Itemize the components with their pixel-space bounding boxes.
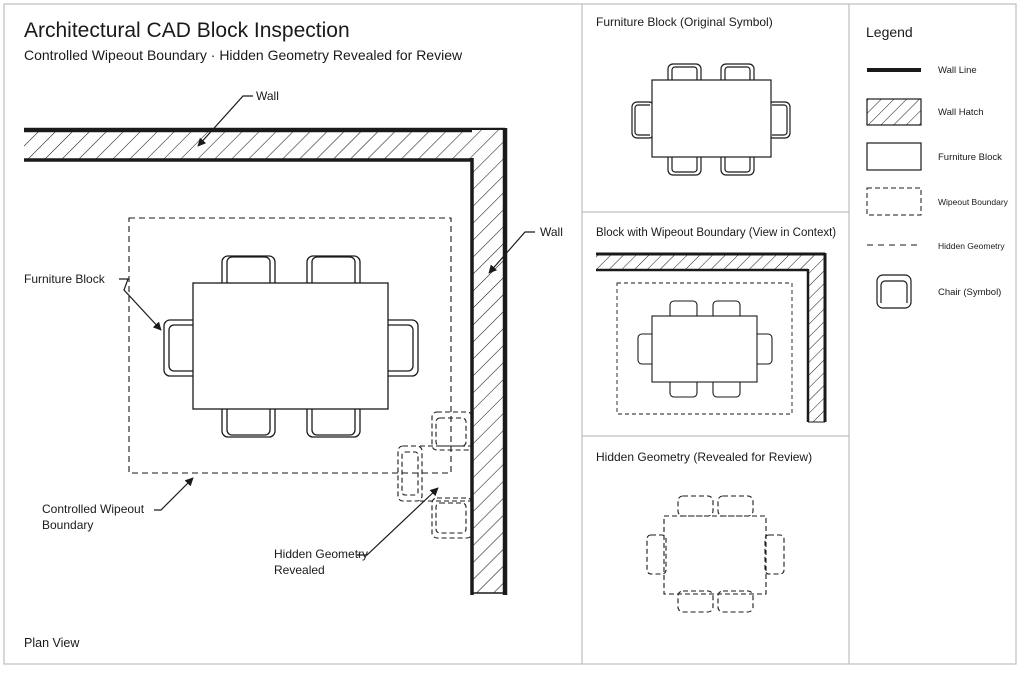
legend-title: Legend: [866, 24, 913, 40]
hidden-furniture-block: [646, 495, 785, 613]
context-walls: [596, 252, 827, 423]
legend-label-wall-line: Wall Line: [938, 65, 977, 76]
callout-wipeout-line2: Boundary: [42, 518, 93, 532]
plan-table: [192, 282, 389, 410]
panel-hidden: Hidden Geometry (Revealed for Review): [596, 450, 812, 613]
callout-wipeout-line1: Controlled Wipeout: [42, 502, 145, 516]
callout-hidden-line2: Revealed: [274, 563, 325, 577]
callout-leaders: [119, 95, 535, 556]
page-subtitle: Controlled Wipeout Boundary · Hidden Geo…: [24, 47, 463, 63]
panel-context: Block with Wipeout Boundary (View in Con…: [596, 227, 836, 423]
legend-swatch-wall-hatch: [866, 98, 922, 126]
legend-label-furniture-block: Furniture Block: [938, 152, 1002, 163]
furniture-block: [163, 255, 419, 438]
wall-right: [470, 128, 508, 595]
page-title: Architectural CAD Block Inspection: [24, 19, 350, 42]
hidden-geometry: [397, 411, 473, 539]
context-wipeout-boundary: [616, 282, 793, 415]
panel-original-symbol: Furniture Block (Original Symbol): [596, 15, 791, 176]
callout-hidden-line1: Hidden Geometry: [274, 547, 368, 561]
legend-label-wall-hatch: Wall Hatch: [938, 107, 984, 118]
callout-wall-top: Wall: [256, 89, 279, 103]
legend-swatch-chair-icon: [876, 274, 912, 309]
wipeout-boundary: [128, 217, 452, 474]
legend-swatch-furniture-block: [866, 142, 922, 171]
panel-original-title: Furniture Block (Original Symbol): [596, 15, 773, 29]
callout-wall-right: Wall: [540, 225, 563, 239]
plan-view-label: Plan View: [24, 636, 80, 650]
legend-label-chair-symbol: Chair (Symbol): [938, 287, 1001, 298]
panel-context-title: Block with Wipeout Boundary (View in Con…: [596, 227, 836, 239]
legend: Legend Wall Line Wall Hatch Furniture Bl…: [866, 24, 1009, 309]
wall-top: [24, 127, 505, 162]
plan-view: Wall Wall Furniture Block Controlled Wip…: [24, 89, 563, 650]
context-furniture-block: [637, 300, 773, 398]
legend-label-hidden-geometry: Hidden Geometry: [938, 241, 1005, 251]
sheet-frame: [3, 3, 1017, 665]
panel-hidden-title: Hidden Geometry (Revealed for Review): [596, 450, 812, 464]
legend-label-wipeout-boundary: Wipeout Boundary: [938, 197, 1009, 207]
callout-furniture-block: Furniture Block: [24, 272, 106, 286]
original-furniture-block: [631, 63, 791, 176]
legend-swatch-wipeout-boundary: [866, 187, 922, 216]
